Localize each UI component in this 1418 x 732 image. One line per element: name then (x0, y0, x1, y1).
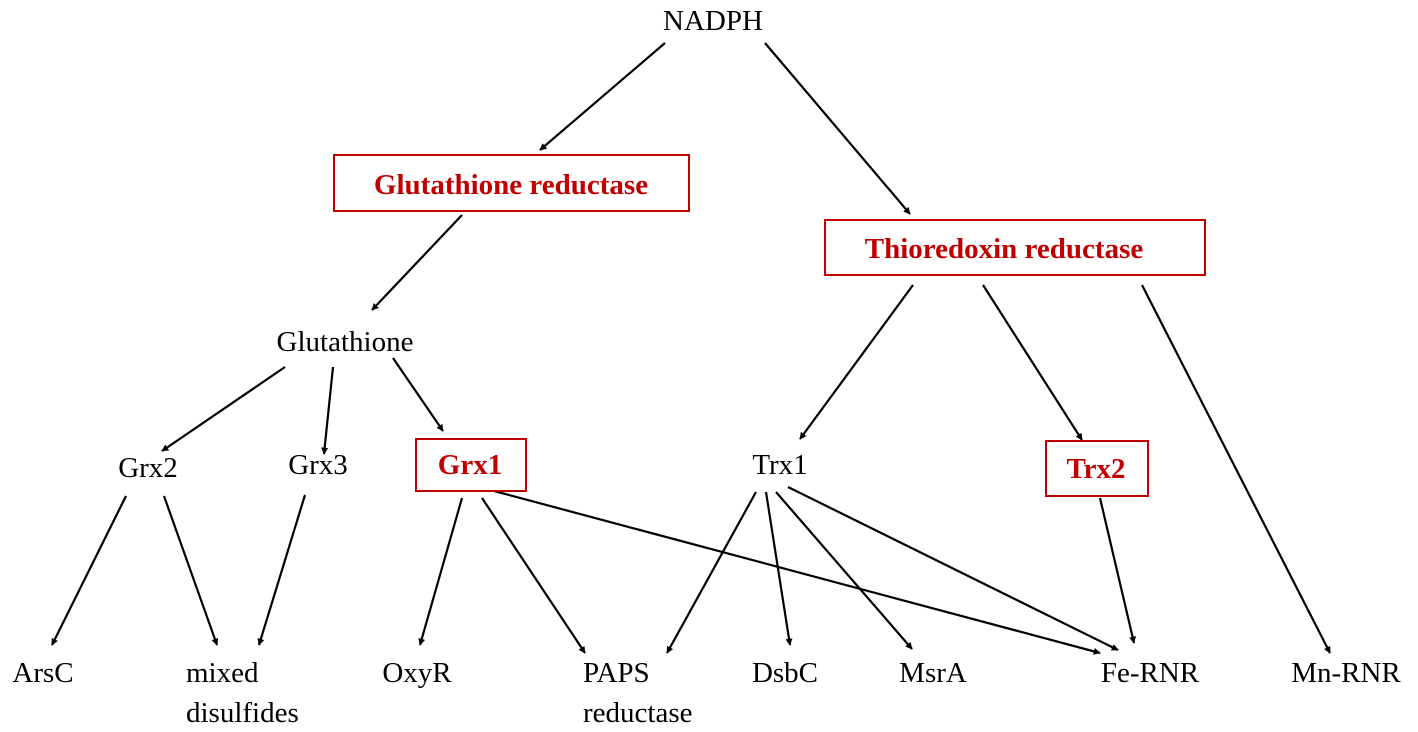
edge-grx1-to-oxyr (418, 497, 464, 646)
node-grx1: Grx1 (438, 449, 502, 481)
node-glutathione: Glutathione (277, 326, 414, 358)
node-mn-rnr: Mn-RNR (1291, 657, 1401, 689)
edge-grx1-to-fe-rnr (493, 489, 1101, 655)
node-trx2: Trx2 (1066, 453, 1125, 485)
edge-nadph-to-thioredoxin-reductase (764, 42, 911, 215)
edge-grx2-to-arsc (51, 495, 127, 646)
node-mixed-disulfides: mixed disulfides (186, 657, 299, 729)
thioredoxin-reductase-box (824, 219, 1206, 276)
node-mixed-disulfides-line2: disulfides (186, 697, 299, 729)
node-arsc: ArsC (12, 657, 73, 689)
edge-glutathione-reductase-to-glutathione (371, 214, 463, 311)
node-paps-reductase-line2: reductase (583, 697, 693, 729)
node-nadph: NADPH (663, 5, 763, 37)
node-dsbc: DsbC (752, 657, 818, 689)
edge-glutathione-to-grx1 (392, 357, 444, 432)
node-grx3: Grx3 (288, 449, 348, 481)
node-thioredoxin-reductase: Thioredoxin reductase (865, 233, 1144, 265)
edges (51, 42, 1331, 655)
edge-trx1-to-fe-rnr (787, 486, 1119, 651)
edge-nadph-to-glutathione-reductase (539, 42, 666, 151)
node-fe-rnr: Fe-RNR (1101, 657, 1200, 689)
node-paps-reductase-line1: PAPS (583, 657, 650, 689)
edge-trx1-to-paps-reductase (666, 491, 757, 654)
edge-grx2-to-mixed-disulfides (162, 495, 219, 646)
node-oxyr: OxyR (382, 657, 452, 689)
grx1-box (415, 438, 527, 492)
edge-trx2-to-fe-rnr (1098, 497, 1136, 644)
edge-thioredoxin-reductase-to-trx2 (982, 284, 1083, 441)
edge-thioredoxin-reductase-to-mn-rnr (1141, 284, 1331, 654)
edge-glutathione-to-grx3 (321, 366, 335, 455)
node-trx1: Trx1 (752, 449, 807, 481)
edge-glutathione-to-grx2 (161, 366, 286, 452)
trx2-box (1045, 440, 1149, 497)
edge-thioredoxin-reductase-to-trx1 (799, 284, 914, 440)
node-msra: MsrA (899, 657, 967, 689)
glutathione-reductase-box (333, 154, 690, 212)
edge-grx1-to-paps-reductase (481, 497, 586, 654)
node-grx2: Grx2 (118, 452, 178, 484)
edge-trx1-to-dsbc (764, 491, 793, 646)
edge-trx1-to-msra (775, 491, 913, 650)
node-paps-reductase: PAPS reductase (583, 657, 693, 729)
node-mixed-disulfides-line1: mixed (186, 657, 259, 689)
edge-grx3-to-mixed-disulfides (257, 494, 307, 646)
node-glutathione-reductase: Glutathione reductase (374, 169, 648, 201)
